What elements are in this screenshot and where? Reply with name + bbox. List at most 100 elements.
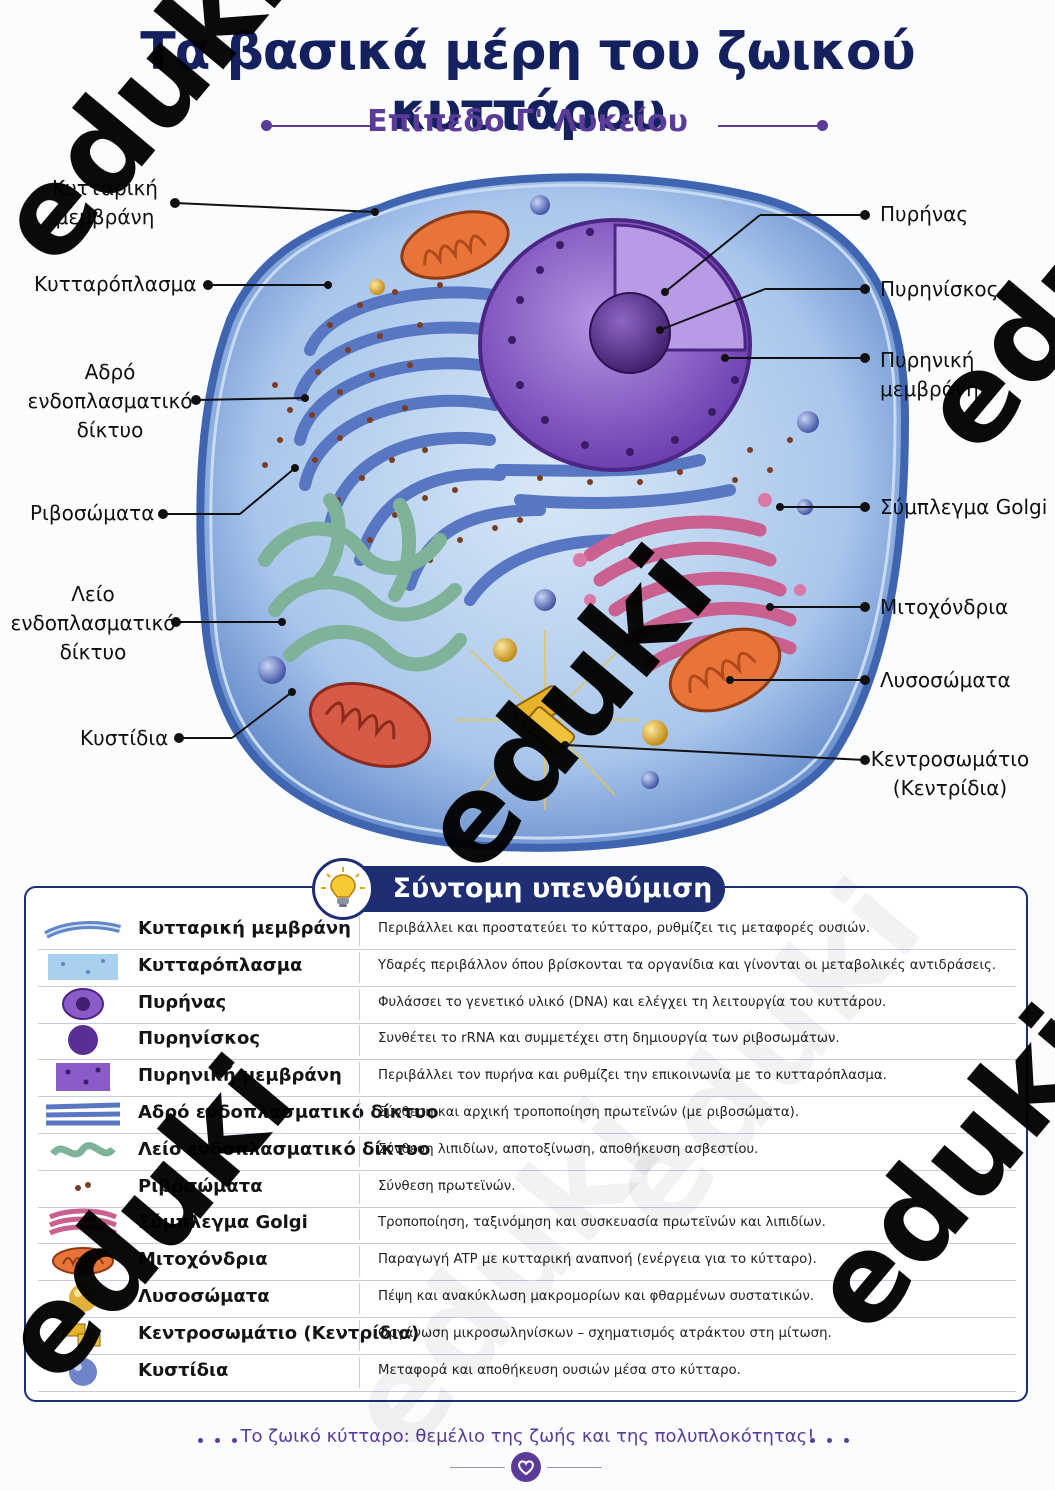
row-divider <box>359 1319 360 1351</box>
centrosome-shape <box>455 630 640 810</box>
row-divider <box>359 1209 360 1241</box>
summary-row-description: Περιβάλλει και προστατεύει το κύτταρο, ρ… <box>378 921 871 936</box>
golgi-vesicles <box>573 493 806 606</box>
summary-row-description: Οργάνωση μικροσωληνίσκων – σχηματισμός α… <box>378 1325 832 1341</box>
summary-row: Πυρήνας Φυλάσσει το γενετικό υλικό (DNA) … <box>38 986 1016 1024</box>
nucleus-icon <box>38 987 128 1021</box>
lightbulb-icon <box>312 858 374 920</box>
row-divider <box>359 988 360 1020</box>
summary-row: Κυστίδια Μεταφορά και αποθήκευση ουσιών μ… <box>38 1354 1016 1392</box>
ribosome-dots <box>262 282 793 563</box>
cytoplasm-icon <box>38 950 128 984</box>
footer: Το ζωικό κύτταρο: θεμέλιο της ζωής και τ… <box>0 1424 1055 1454</box>
label-vesicles: Κυστίδια <box>80 726 169 750</box>
summary-row-name: Κεντροσωμάτιο (Κεντρίδια) <box>138 1322 420 1344</box>
leader-lines <box>158 198 870 765</box>
row-divider <box>359 1099 360 1130</box>
row-divider <box>359 1172 360 1204</box>
footer-dot <box>232 1438 237 1443</box>
summary-row-description: Παραγωγή ATP με κυτταρική αναπνοή (ενέργ… <box>378 1252 817 1268</box>
lysosome-shapes <box>369 279 668 746</box>
centrosome-icon <box>38 1318 128 1352</box>
label-nucleus: Πυρήνας <box>880 202 969 226</box>
footer-dot <box>198 1438 203 1443</box>
nucleolus-shape <box>589 292 671 374</box>
summary-row-description: Πέψη και ανακύκλωση μακρομορίων και φθαρ… <box>378 1289 815 1304</box>
summary-row-name: Λείο ενδοπλασματικό δίκτυο <box>138 1138 431 1160</box>
row-divider <box>359 1025 360 1057</box>
row-divider <box>359 1356 360 1388</box>
summary-row-description: Συνθέτει το rRNA και συμμετέχει στη δημι… <box>378 1031 840 1047</box>
subtitle-line-right <box>718 125 818 127</box>
summary-row-name: Πυρήνας <box>138 991 227 1013</box>
nucleolus-icon <box>38 1023 128 1057</box>
summary-row: Κεντροσωμάτιο (Κεντρίδια)Οργάνωση μικροσ… <box>38 1317 1016 1355</box>
subtitle-dot-left <box>261 120 272 131</box>
mitochondrion-right <box>668 627 782 713</box>
mitochondrion-bottom-left <box>308 681 432 769</box>
label-golgi: Σύμπλεγμα Golgi <box>880 495 1048 519</box>
footer-dot <box>844 1438 849 1443</box>
vesicle-icon <box>38 1355 128 1389</box>
summary-row: Σύμπλεγμα Golgi Τροποποίηση, ταξινόμηση κ… <box>38 1206 1016 1245</box>
page-subtitle: Επίπεδο Γ' Λυκείου <box>367 104 688 139</box>
row-divider <box>359 951 360 983</box>
subtitle-dot-right <box>817 120 828 131</box>
label-cytoplasm: Κυτταρόπλασμα <box>34 272 197 296</box>
label-nuclear-membrane: Πυρηνική μεμβράνη <box>880 348 979 401</box>
summary-row-name: Κυστίδια <box>138 1359 229 1381</box>
label-smooth-er: Λείο ενδοπλασματικό δίκτυο <box>10 582 176 664</box>
label-nucleolus: Πυρηνίσκος <box>880 277 999 301</box>
summary-row-description: Φυλάσσει το γενετικό υλικό (DNA) και ελέ… <box>378 994 887 1010</box>
label-rough-er: Αδρό ενδοπλασματικό δίκτυο <box>27 360 193 442</box>
summary-row-name: Αδρό ενδοπλασματικό δίκτυο <box>138 1102 439 1123</box>
footer-line-right <box>547 1467 602 1468</box>
summary-row: Λυσοσώματα Πέψη και ανακύκλωση μακρομορίω… <box>38 1280 1016 1318</box>
label-mitochondria: Μιτοχόνδρια <box>880 595 1009 619</box>
page-title: Τα βασικά μέρη του ζωικού κυττάρου <box>140 22 915 142</box>
summary-row-description: Περιβάλλει τον πυρήνα και ρυθμίζει την ε… <box>378 1068 887 1084</box>
row-divider <box>359 1135 360 1167</box>
row-divider <box>359 1062 360 1094</box>
vesicle-shapes <box>258 195 819 789</box>
label-ribosomes: Ριβοσώματα <box>30 501 155 525</box>
subtitle-row: Επίπεδο Γ' Λυκείου <box>0 100 1055 152</box>
summary-row-name: Πυρηνίσκος <box>138 1028 261 1050</box>
nuclear-membrane-icon <box>38 1060 128 1094</box>
summary-row-name: Σύμπλεγμα Golgi <box>138 1212 308 1234</box>
summary-row: Κυτταρόπλασμα Υδαρές περιβάλλον όπου βρίσ… <box>38 949 1016 987</box>
summary-row-name: Λυσοσώματα <box>138 1286 270 1307</box>
summary-row-description: Μεταφορά και αποθήκευση ουσιών μέσα στο … <box>378 1362 741 1378</box>
lysosome-icon <box>38 1281 128 1315</box>
label-lysosomes: Λυσοσώματα <box>880 668 1011 692</box>
footer-dot <box>215 1438 220 1443</box>
summary-row-name: Ριβοσώματα <box>138 1175 263 1197</box>
label-centrosome: Κεντροσωμάτιο (Κεντρίδια) <box>870 747 1030 800</box>
summary-row-description: Τροποποίηση, ταξινόμηση και συσκευασία π… <box>378 1215 826 1231</box>
heart-emblem-icon <box>511 1452 541 1482</box>
membrane-icon <box>38 913 128 947</box>
summary-row-description: Σύνθεση λιπιδίων, αποτοξίνωση, αποθήκευσ… <box>378 1141 759 1157</box>
footer-line-left <box>450 1467 505 1468</box>
smooth-er-icon <box>38 1134 128 1168</box>
summary-header <box>315 866 725 912</box>
summary-row-description: Υδαρές περιβάλλον όπου βρίσκονται τα οργ… <box>378 957 996 973</box>
subtitle-line-left <box>270 125 370 127</box>
row-divider <box>359 1283 360 1314</box>
summary-title: Σύντομη υπενθύμιση <box>392 873 713 904</box>
smooth-er-shape <box>258 493 467 672</box>
summary-row: Πυρηνίσκος Συνθέτει το rRNA και συμμετέχε… <box>38 1022 1016 1061</box>
row-divider <box>359 915 360 946</box>
summary-row-name: Κυτταρόπλασμα <box>138 954 303 976</box>
footer-dot <box>810 1438 815 1443</box>
cell-diagram <box>158 173 910 852</box>
summary-row-description: Σύνθεση και αρχική τροποποίηση πρωτεϊνών… <box>378 1105 800 1120</box>
label-cell-membrane: Κυτταρική μεμβράνη <box>52 176 158 229</box>
